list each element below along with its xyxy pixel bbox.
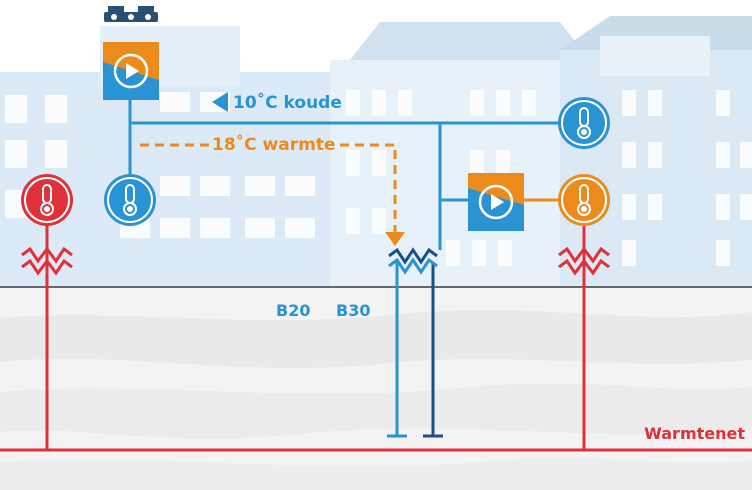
b30-label: B30 (336, 301, 370, 320)
thermometer-blue-left-icon (104, 174, 156, 226)
warm-flow-arrow-icon (385, 232, 405, 246)
background-buildings (0, 16, 752, 287)
borehole-heat-exchanger (388, 247, 438, 275)
heat-pump-top-icon (103, 42, 159, 100)
cold-label: 10˚C koude (233, 91, 342, 113)
heat-pump-right-icon (468, 173, 524, 231)
warm-label: 18˚C warmte (212, 133, 335, 155)
cold-flow-arrow-icon (212, 92, 228, 112)
heat-exchanger-left (21, 246, 73, 276)
thermometer-red-icon (21, 174, 73, 226)
ground (0, 286, 752, 490)
b20-label: B20 (276, 301, 310, 320)
rooftop-unit-icon (104, 6, 158, 22)
heat-network-label: Warmtenet (644, 424, 745, 443)
thermometer-orange-icon (558, 174, 610, 226)
warm-flow-line (140, 143, 558, 246)
thermometer-blue-right-icon (558, 97, 610, 149)
heat-exchanger-right (558, 246, 610, 276)
cold-pipes (128, 100, 560, 438)
return-pipe-b30 (423, 262, 443, 438)
heat-network-pipes (0, 200, 752, 452)
